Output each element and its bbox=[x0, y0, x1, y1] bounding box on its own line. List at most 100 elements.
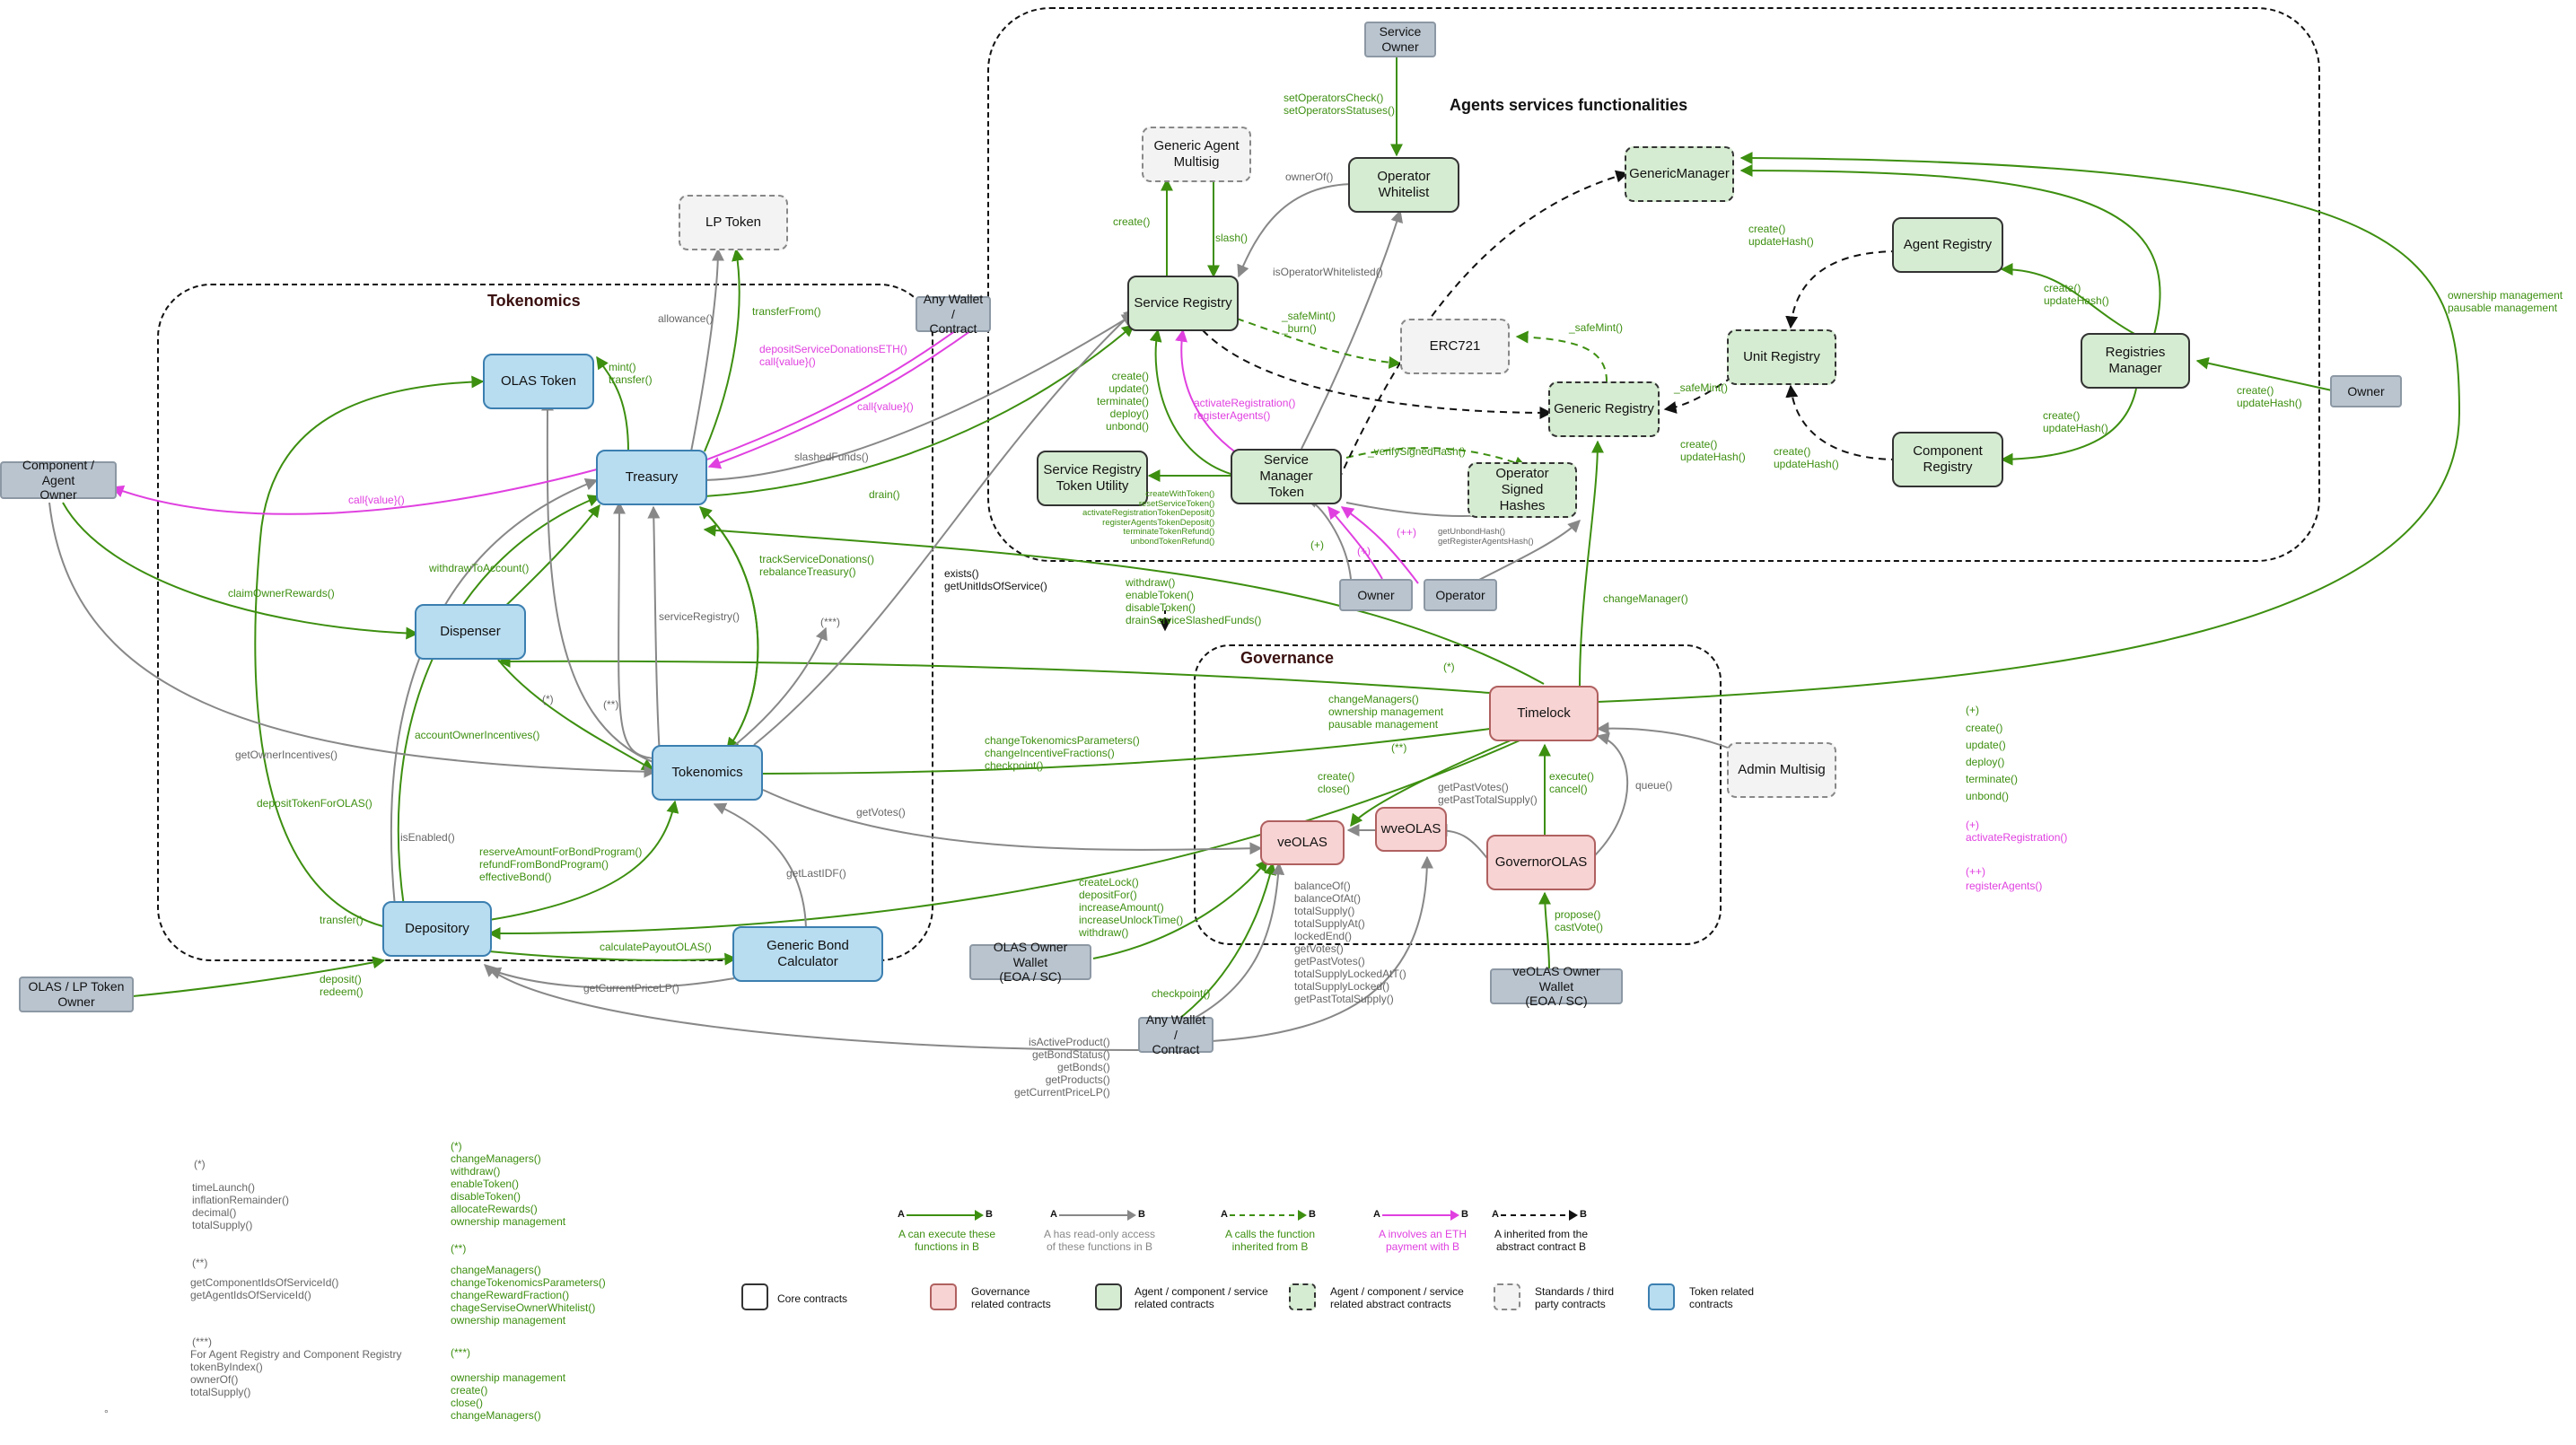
generic-bond-calculator-node: Generic Bond Calculator bbox=[732, 926, 883, 982]
edge-treasury-to-lp-allowance bbox=[690, 248, 724, 452]
erc721-node: ERC721 bbox=[1400, 319, 1510, 374]
side-note-plusplus-title: (++) bbox=[1966, 865, 1986, 878]
footnote-g-tstar-title: (***) bbox=[451, 1346, 471, 1359]
legend-arrow-1-caption: A has read-only access of these function… bbox=[1043, 1228, 1156, 1253]
veolas-owner-wallet-actor: veOLAS Owner Wallet (EOA / SC) bbox=[1490, 964, 1623, 1008]
wveolas-node: wveOLAS bbox=[1375, 807, 1447, 852]
label-call-value-left: call{value}() bbox=[348, 494, 405, 506]
edge-tokenomics-to-veolas bbox=[762, 789, 1263, 855]
label-get-past-votes: getPastVotes() getPastTotalSupply() bbox=[1438, 781, 1538, 806]
label-unit-gr-create: create() updateHash() bbox=[1680, 438, 1746, 463]
legend-arrow-3-caption: A involves an ETH payment with B bbox=[1378, 1228, 1468, 1253]
legend-arrow-3-a: A bbox=[1373, 1209, 1380, 1220]
label-transfer-from: transferFrom() bbox=[752, 305, 821, 318]
label-safe-mint-burn: _safeMint() _burn() bbox=[1282, 310, 1336, 335]
operator-actor: Operator bbox=[1424, 579, 1497, 611]
edge-smt-to-whitelist bbox=[1301, 209, 1403, 450]
label-safe-mint-mid: _safeMint() bbox=[1674, 381, 1729, 394]
label-get-current-price-lp: getCurrentPriceLP() bbox=[583, 982, 679, 994]
any-wallet-top-actor: Any Wallet / Contract bbox=[916, 292, 991, 336]
governor-olas-node: GovernorOLAS bbox=[1486, 835, 1596, 890]
unit-registry-node: Unit Registry bbox=[1727, 329, 1836, 385]
legend-arrow-1-line bbox=[1059, 1210, 1136, 1221]
legend-arrow-4-line bbox=[1501, 1210, 1578, 1221]
edge-timelock-to-depository bbox=[487, 737, 1527, 940]
generic-agent-multisig-node: Generic Agent Multisig bbox=[1142, 127, 1251, 182]
label-claim-owner-rewards: claimOwnerRewards() bbox=[228, 587, 335, 600]
label-is-active-product: isActiveProduct() getBondStatus() getBon… bbox=[1014, 1036, 1110, 1099]
edge-tokenomics-to-treasury-svc bbox=[647, 505, 661, 757]
edge-tokenomics-to-dispenser bbox=[612, 501, 654, 759]
legend-arrow-2-line bbox=[1230, 1210, 1307, 1221]
label-create-multisig: create() bbox=[1113, 215, 1151, 228]
label-create-close: create() close() bbox=[1318, 770, 1355, 795]
edge-treasury-to-olas bbox=[596, 355, 629, 452]
label-transfer: transfer() bbox=[320, 914, 364, 926]
label-smt-small: createWithToken() resetServiceToken() ac… bbox=[1082, 489, 1215, 547]
edge-treasury-to-lp bbox=[704, 248, 744, 452]
label-slashed-funds: slashedFunds() bbox=[794, 451, 869, 463]
label-execute-cancel: execute() cancel() bbox=[1549, 770, 1595, 795]
edge-rm-to-ar bbox=[2000, 263, 2137, 336]
label-drain: drain() bbox=[869, 488, 900, 501]
edge-depository-to-olas bbox=[254, 375, 485, 928]
label-ownership-pausable: ownership management pausable management bbox=[2448, 289, 2563, 314]
legend-swatch-agent bbox=[1095, 1283, 1122, 1310]
edge-voter-to-gov bbox=[1538, 891, 1552, 970]
label-calculate-payout: calculatePayoutOLAS() bbox=[600, 941, 712, 953]
legend-swatch-standards bbox=[1494, 1283, 1520, 1310]
label-get-unbond-hash: getUnbondHash() getRegisterAgentsHash() bbox=[1438, 527, 1534, 547]
edge-rm-to-cr bbox=[2000, 388, 2137, 466]
footnote-g-tstar-list: ownership management create() close() ch… bbox=[451, 1371, 566, 1422]
label-checkpoint: checkpoint() bbox=[1152, 987, 1211, 1000]
legend-arrow-3-line bbox=[1382, 1210, 1459, 1221]
footnote-tstar-list: For Agent Registry and Component Registr… bbox=[190, 1348, 402, 1398]
edge-cr-to-unit bbox=[1785, 384, 1899, 460]
label-plusplus: (++) bbox=[1397, 526, 1417, 539]
label-owner-of: ownerOf() bbox=[1285, 171, 1334, 183]
edge-gov-to-timelock-queue bbox=[1592, 732, 1629, 858]
label-deposit-service-donations: depositServiceDonationsETH() call{value}… bbox=[759, 343, 907, 368]
service-registry-node: Service Registry bbox=[1127, 276, 1239, 331]
label-allowance: allowance() bbox=[658, 312, 714, 325]
legend-label-abstract: Agent / component / service related abst… bbox=[1330, 1285, 1464, 1310]
edge-unit-to-gr bbox=[1663, 376, 1733, 414]
side-note-plus2-list: activateRegistration() bbox=[1966, 831, 2068, 844]
edge-gbc-to-depository bbox=[487, 967, 735, 989]
edge-sr-to-erc721 bbox=[1236, 318, 1402, 369]
legend-arrow-1-b: B bbox=[1138, 1209, 1145, 1220]
edge-dispenser-to-treasury bbox=[497, 504, 600, 614]
label-plus: (+) bbox=[1310, 539, 1324, 551]
legend-label-governance: Governance related contracts bbox=[971, 1285, 1051, 1310]
legend-arrow-2-b: B bbox=[1309, 1209, 1316, 1220]
footnote-dstar-list: getComponentIdsOfServiceId() getAgentIds… bbox=[190, 1276, 339, 1301]
generic-manager-node: GenericManager bbox=[1625, 146, 1734, 202]
label-owner-create: create() updateHash() bbox=[2237, 384, 2302, 409]
label-get-votes: getVotes() bbox=[856, 806, 906, 819]
footnote-star-title: (*) bbox=[194, 1158, 206, 1170]
edge-dispenser-to-tokenomics bbox=[497, 659, 655, 771]
agents-region-title: Agents services functionalities bbox=[1450, 96, 1688, 114]
edge-rm-to-gm bbox=[1739, 164, 2161, 336]
admin-multisig-node: Admin Multisig bbox=[1727, 742, 1836, 798]
legend-label-token: Token related contracts bbox=[1689, 1285, 1755, 1310]
lp-token-node: LP Token bbox=[679, 195, 788, 250]
label-deposit-token-for-olas: depositTokenForOLAS() bbox=[257, 797, 372, 810]
edge-tokenomics-to-treasury bbox=[698, 506, 759, 750]
legend-swatch-abstract bbox=[1289, 1283, 1316, 1310]
operator-signed-hashes-node: Operator Signed Hashes bbox=[1468, 462, 1577, 518]
label-change-manager: changeManager() bbox=[1603, 592, 1688, 605]
label-rm-cr-create: create() updateHash() bbox=[2043, 409, 2108, 434]
governance-region bbox=[1194, 644, 1722, 945]
label-track-service-donations: trackServiceDonations() rebalanceTreasur… bbox=[759, 553, 875, 578]
label-is-operator-whitelisted: isOperatorWhitelisted() bbox=[1273, 266, 1383, 278]
edge-gbc-to-tokenomics bbox=[713, 802, 808, 939]
veolas-node: veOLAS bbox=[1260, 820, 1345, 865]
label-ar-create-update: create() updateHash() bbox=[2044, 282, 2109, 307]
label-propose-cast-vote: propose() castVote() bbox=[1555, 908, 1604, 933]
edge-timelock-to-gm bbox=[1597, 152, 2461, 703]
legend-swatch-token bbox=[1648, 1283, 1675, 1310]
legend-arrow-2-a: A bbox=[1221, 1209, 1228, 1220]
edge-operator-to-smt bbox=[1340, 506, 1419, 584]
